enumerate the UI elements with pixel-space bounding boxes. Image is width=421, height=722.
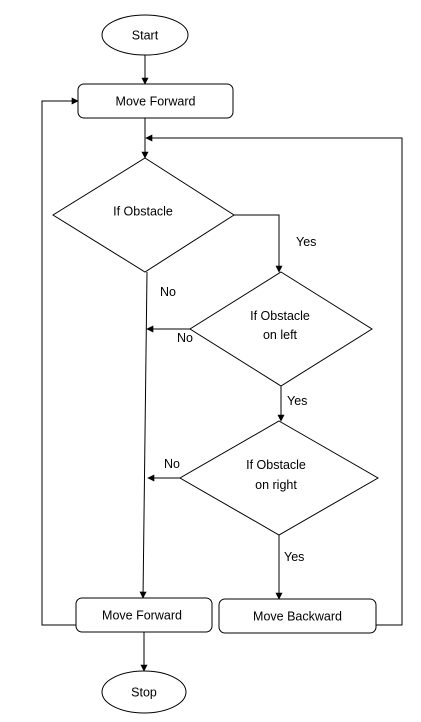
move-backward-node: Move Backward	[218, 598, 377, 634]
if-obstacle-left-line2: on left	[263, 328, 298, 342]
edge-forward-loop-back	[41, 97, 79, 626]
move-forward-top-node: Move Forward	[77, 83, 234, 119]
start-label: Start	[132, 29, 159, 43]
move-backward-label: Move Backward	[253, 610, 342, 624]
edge-label-right-yes: Yes	[284, 550, 304, 564]
stop-node: Stop	[101, 670, 187, 714]
if-obstacle-left-node: If Obstacle on left	[189, 271, 373, 387]
edge-obstacle-no	[139, 271, 148, 599]
move-forward-top-label: Move Forward	[116, 95, 196, 109]
move-forward-bottom-label: Move Forward	[102, 609, 182, 623]
stop-label: Stop	[131, 686, 157, 700]
edge-obstacle-yes	[234, 214, 283, 273]
edge-label-left-yes: Yes	[287, 394, 307, 408]
edge-backward-loop-back	[145, 134, 403, 626]
if-obstacle-right-line2: on right	[255, 478, 297, 492]
edge-label-right-no: No	[164, 457, 180, 471]
move-forward-bottom-node: Move Forward	[75, 597, 213, 633]
if-obstacle-label: If Obstacle	[113, 205, 173, 219]
edge-label-obstacle-no: No	[160, 285, 176, 299]
if-obstacle-right-line1: If Obstacle	[246, 458, 306, 472]
edge-label-obstacle-yes: Yes	[296, 235, 316, 249]
if-obstacle-node: If Obstacle	[52, 157, 235, 273]
if-obstacle-right-node: If Obstacle on right	[178, 420, 380, 536]
edge-label-left-no: No	[177, 331, 193, 345]
if-obstacle-left-line1: If Obstacle	[250, 309, 310, 323]
start-node: Start	[101, 14, 189, 56]
